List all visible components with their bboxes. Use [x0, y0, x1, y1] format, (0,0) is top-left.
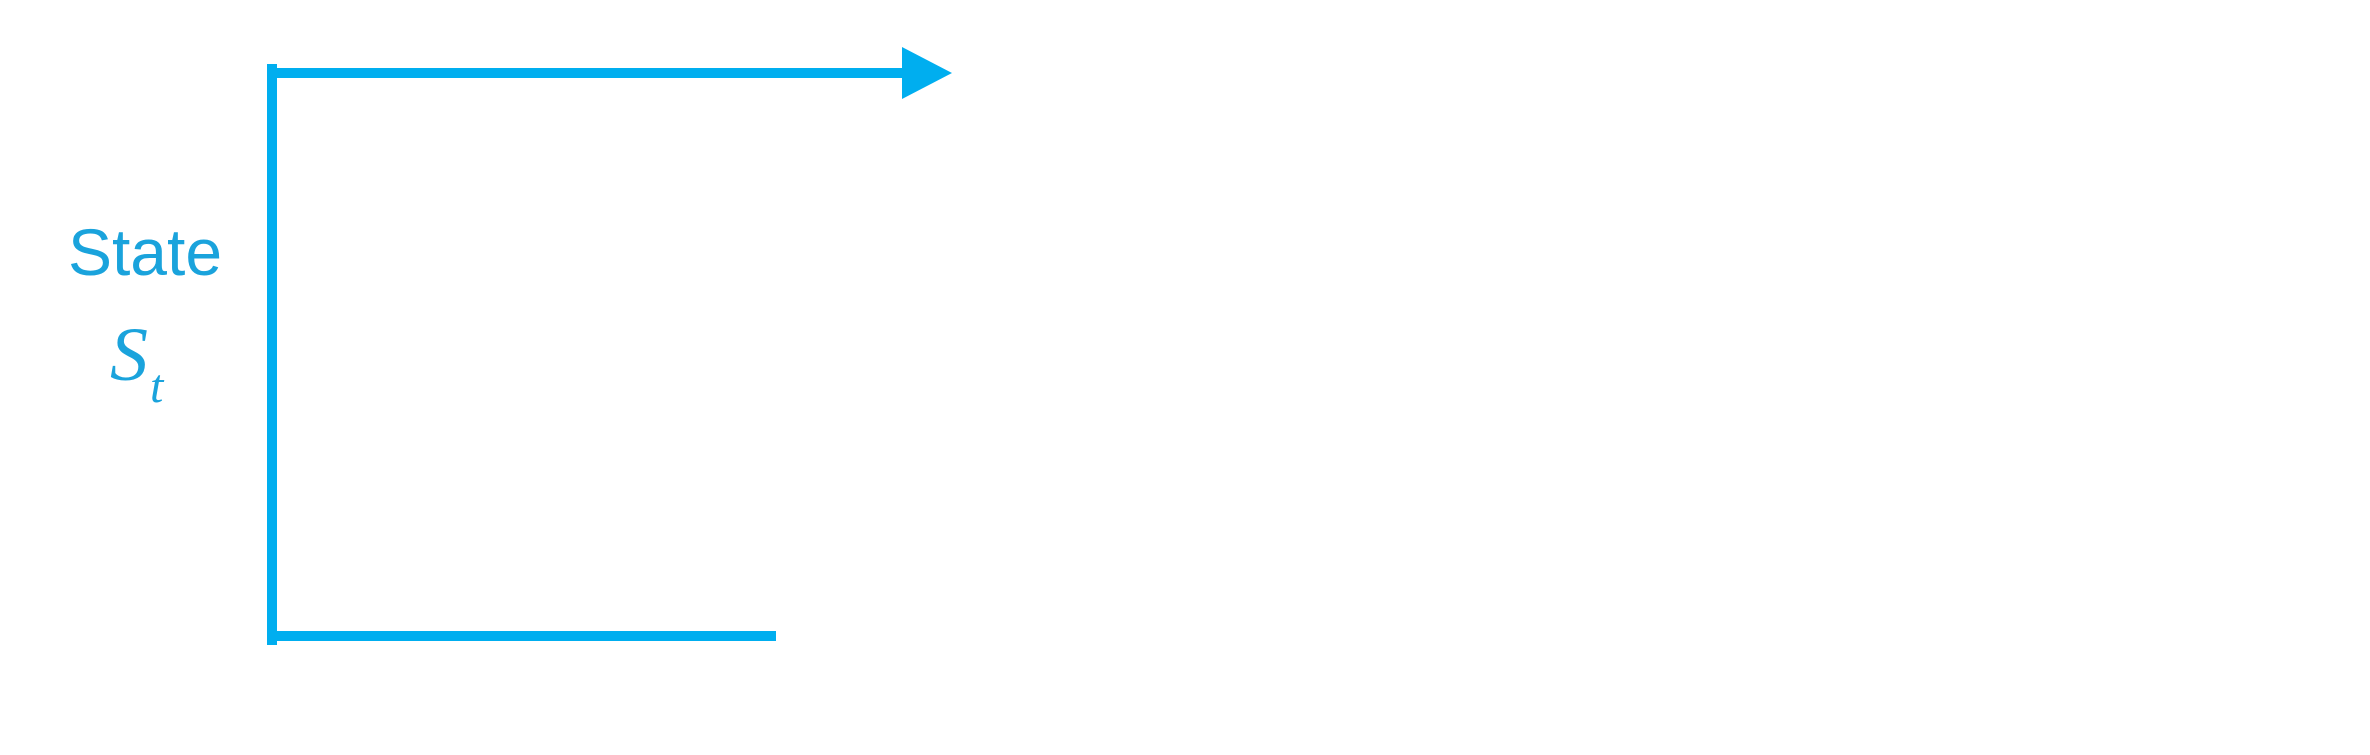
state-label: State [67, 215, 223, 289]
arrowhead-icon [902, 47, 952, 99]
state-symbol-subscript: t [150, 360, 164, 413]
state-symbol-base: S [110, 313, 148, 397]
state-symbol: St [110, 313, 163, 413]
